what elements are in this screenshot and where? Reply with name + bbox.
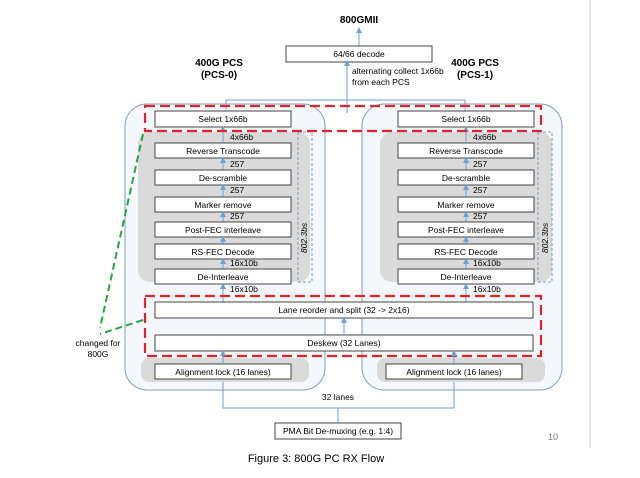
collect-note-line2: from each PCS (352, 77, 410, 87)
pcs1-stack-label-2: Marker remove (437, 200, 494, 210)
pma-label: PMA Bit De-muxing (e.g. 1:4) (283, 426, 393, 436)
collect-route-right (347, 99, 466, 111)
pcs0-stack-label-4: RS-FEC Decode (191, 247, 255, 257)
collect-route-left (225, 99, 347, 111)
pcs1-bw-label-3: 257 (473, 211, 487, 221)
pcs0-stack-label-0: Reverse Transcode (186, 146, 260, 156)
pcs1-bw-label-1: 257 (473, 159, 487, 169)
pcs0-select-label: Select 1x66b (198, 114, 247, 124)
decode-label: 64/66 decode (333, 49, 385, 59)
pcs0-clause-label: 802.3bs (299, 222, 309, 253)
red-lane-region (143, 294, 543, 358)
lanes-label: 32 lanes (322, 392, 354, 402)
decode-box (285, 45, 433, 63)
page-number: 10 (548, 432, 558, 442)
pcs1-stack-label-5: De-Interleave (440, 272, 491, 282)
pcs0-stack-label-2: Marker remove (194, 200, 251, 210)
pcs1-bw-label-5: 16x10b (473, 258, 501, 268)
pcs0-bw-label-3: 257 (230, 211, 244, 221)
lane-reorder-label: Lane reorder and split (32 -> 2x16) (278, 305, 409, 315)
changed-note-line2: 800G (88, 349, 109, 359)
diagram-title: 800GMII (340, 15, 379, 26)
pcs1-align-label: Alignment lock (16 lanes) (406, 367, 502, 377)
pcs0-stack-label-3: Post-FEC interleave (185, 225, 261, 235)
pcs0-title-line2: (PCS-0) (201, 70, 237, 81)
pcs1-select-label: Select 1x66b (441, 114, 490, 124)
pcs0-bw-label-1: 257 (230, 159, 244, 169)
pcs1-stack-label-3: Post-FEC interleave (428, 225, 504, 235)
pcs1-stack-label-0: Reverse Transcode (429, 146, 503, 156)
changed-pointer-lower (99, 319, 144, 335)
pcs0-align-label: Alignment lock (16 lanes) (175, 367, 271, 377)
pcs0-bw-label-6: 16x10b (230, 284, 258, 294)
changed-note-line1: changed for (76, 338, 121, 348)
pcs1-dashed-region (537, 131, 553, 283)
pcs0-stack-label-1: De-scramble (199, 173, 247, 183)
pcs0-title-line1: 400G PCS (195, 58, 243, 69)
pma-box (274, 422, 402, 440)
deskew-label: Deskew (32 Lanes) (307, 338, 380, 348)
pcs1-bw-label-0: 4x66b (473, 132, 496, 142)
pcs1-stack-label-4: RS-FEC Decode (434, 247, 498, 257)
pcs0-bw-label-5: 16x10b (230, 258, 258, 268)
pcs1-clause-label: 802.3bs (540, 222, 550, 253)
figure-caption: Figure 3: 800G PC RX Flow (248, 453, 384, 465)
pcs1-title-line2: (PCS-1) (457, 70, 493, 81)
pcs1-stack-label-1: De-scramble (442, 173, 490, 183)
changed-pointer-upper (99, 133, 144, 329)
pcs1-bw-label-6: 16x10b (473, 284, 501, 294)
pcs0-stack-label-5: De-Interleave (197, 272, 248, 282)
pcs0-dashed-region (297, 131, 313, 283)
pcs1-bw-label-2: 257 (473, 185, 487, 195)
collect-note-line1: alternating collect 1x66b (352, 66, 444, 76)
pcs1-title-line1: 400G PCS (451, 58, 499, 69)
pcs0-bw-label-0: 4x66b (230, 132, 253, 142)
pcs0-bw-label-2: 257 (230, 185, 244, 195)
deskew-box (154, 334, 534, 352)
red-select-region (143, 104, 543, 133)
